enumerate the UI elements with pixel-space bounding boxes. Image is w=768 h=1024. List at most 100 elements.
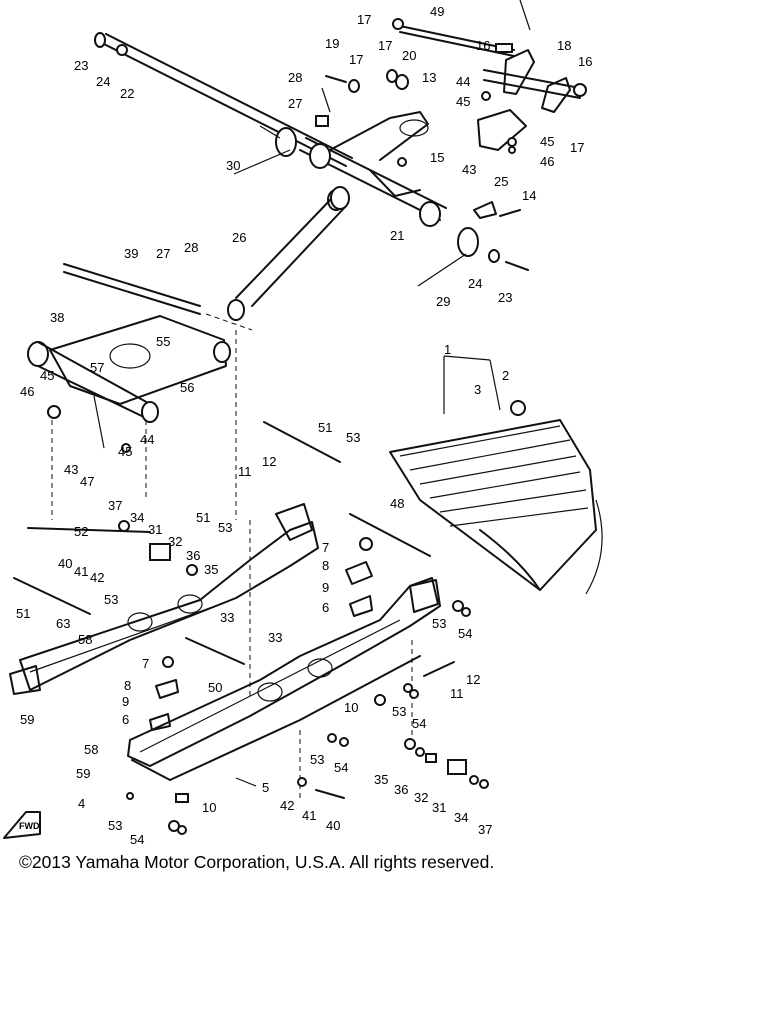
callout-number: 12 bbox=[262, 454, 276, 469]
callout-number: 1 bbox=[444, 342, 451, 357]
callout-number: 38 bbox=[50, 310, 64, 325]
callout-number: 17 bbox=[570, 140, 584, 155]
callout-number: 10 bbox=[344, 700, 358, 715]
callout-number: 35 bbox=[374, 772, 388, 787]
callout-number: 7 bbox=[142, 656, 149, 671]
callout-number: 17 bbox=[378, 38, 392, 53]
callout-number: 31 bbox=[432, 800, 446, 815]
callout-number: 3 bbox=[474, 382, 481, 397]
callout-number: 54 bbox=[130, 832, 144, 847]
left-slide-rail bbox=[9, 503, 319, 695]
callout-number: 63 bbox=[56, 616, 70, 631]
callout-number: 48 bbox=[390, 496, 404, 511]
callout-number: 20 bbox=[402, 48, 416, 63]
callout-number: 40 bbox=[326, 818, 340, 833]
forward-direction-marker: FWD bbox=[3, 811, 41, 839]
callout-number: 8 bbox=[322, 558, 329, 573]
callout-number: 40 bbox=[58, 556, 72, 571]
callout-number: 21 bbox=[390, 228, 404, 243]
callout-number: 35 bbox=[204, 562, 218, 577]
callout-number: 10 bbox=[202, 800, 216, 815]
callout-number: 45 bbox=[540, 134, 554, 149]
callout-number: 53 bbox=[346, 430, 360, 445]
callout-number: 43 bbox=[462, 162, 476, 177]
callout-number: 25 bbox=[494, 174, 508, 189]
callout-number: 52 bbox=[74, 524, 88, 539]
callout-number: 42 bbox=[280, 798, 294, 813]
callout-number: 59 bbox=[76, 766, 90, 781]
callout-number: 15 bbox=[430, 150, 444, 165]
callout-number: 45 bbox=[40, 368, 54, 383]
callout-number: 42 bbox=[90, 570, 104, 585]
callout-number: 2 bbox=[502, 368, 509, 383]
callout-number: 50 bbox=[208, 680, 222, 695]
rear-arm-assembly bbox=[27, 263, 231, 453]
callout-number: 24 bbox=[96, 74, 110, 89]
callout-number: 53 bbox=[432, 616, 446, 631]
callout-number: 56 bbox=[180, 380, 194, 395]
callout-number: 4 bbox=[78, 796, 85, 811]
callout-number: 9 bbox=[322, 580, 329, 595]
callout-number: 6 bbox=[122, 712, 129, 727]
callout-number: 53 bbox=[392, 704, 406, 719]
callout-number: 16 bbox=[578, 54, 592, 69]
callout-number: 36 bbox=[186, 548, 200, 563]
callout-number: 53 bbox=[104, 592, 118, 607]
callout-number: 37 bbox=[108, 498, 122, 513]
callout-number: 8 bbox=[124, 678, 131, 693]
callout-number: 53 bbox=[310, 752, 324, 767]
exploded-parts-diagram: FWD 174919172016181623242228171344452745… bbox=[3, 0, 603, 847]
callout-number: 14 bbox=[522, 188, 536, 203]
callout-number: 33 bbox=[220, 610, 234, 625]
callout-number: 12 bbox=[466, 672, 480, 687]
callout-number: 11 bbox=[450, 686, 464, 701]
callout-number: 34 bbox=[454, 810, 468, 825]
callout-number: 24 bbox=[468, 276, 482, 291]
callout-number: 23 bbox=[498, 290, 512, 305]
callout-number: 43 bbox=[64, 462, 78, 477]
callout-number: 6 bbox=[322, 600, 329, 615]
callout-number: 54 bbox=[334, 760, 348, 775]
callout-number: 5 bbox=[262, 780, 269, 795]
callout-number: 32 bbox=[168, 534, 182, 549]
callout-number: 41 bbox=[74, 564, 88, 579]
callout-number: 51 bbox=[16, 606, 30, 621]
callout-number: 59 bbox=[20, 712, 34, 727]
callout-number: 22 bbox=[120, 86, 134, 101]
shock-absorber bbox=[227, 186, 350, 321]
callout-number: 57 bbox=[90, 360, 104, 375]
callout-number: 26 bbox=[232, 230, 246, 245]
callout-number: 47 bbox=[80, 474, 94, 489]
callout-number: 51 bbox=[196, 510, 210, 525]
callout-number: 23 bbox=[74, 58, 88, 73]
callout-number: 54 bbox=[412, 716, 426, 731]
callout-number: 44 bbox=[140, 432, 154, 447]
callout-number: 30 bbox=[226, 158, 240, 173]
callout-number: 44 bbox=[456, 74, 470, 89]
callout-number: 37 bbox=[478, 822, 492, 837]
callout-number: 9 bbox=[122, 694, 129, 709]
callout-number: 49 bbox=[430, 4, 444, 19]
lower-hardware bbox=[118, 520, 489, 835]
right-slide-rail bbox=[127, 421, 441, 781]
upper-right-linkage bbox=[477, 0, 587, 154]
upper-hardware bbox=[233, 69, 529, 287]
callout-number: 46 bbox=[20, 384, 34, 399]
assembly-guide-lines bbox=[51, 313, 413, 800]
callout-number: 53 bbox=[108, 818, 122, 833]
track-assembly bbox=[389, 355, 603, 595]
callout-number: 55 bbox=[156, 334, 170, 349]
callout-number: 54 bbox=[458, 626, 472, 641]
copyright-notice: ©2013 Yamaha Motor Corporation, U.S.A. A… bbox=[19, 852, 495, 872]
callout-number: 27 bbox=[156, 246, 170, 261]
callout-number: 32 bbox=[414, 790, 428, 805]
callout-number: 28 bbox=[184, 240, 198, 255]
callout-number: 28 bbox=[288, 70, 302, 85]
callout-number: 39 bbox=[124, 246, 138, 261]
callout-number: 17 bbox=[357, 12, 371, 27]
callout-number: 11 bbox=[238, 464, 252, 479]
callout-number: 51 bbox=[318, 420, 332, 435]
callout-number: 19 bbox=[325, 36, 339, 51]
callout-number: 58 bbox=[84, 742, 98, 757]
